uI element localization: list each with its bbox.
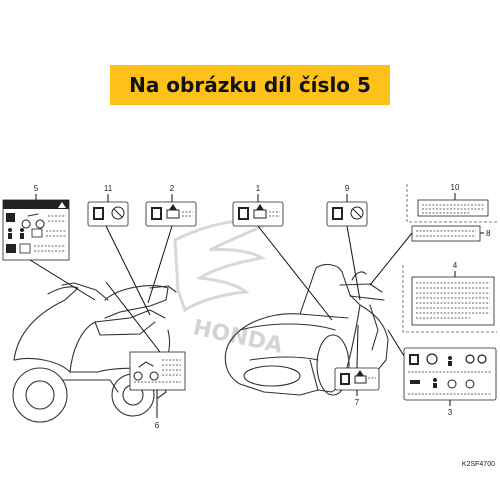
leader-lines: [29, 225, 413, 369]
part-banner: Na obrázku díl číslo 5: [110, 65, 390, 105]
load-icon: [410, 380, 420, 384]
banner-text: Na obrázku díl číslo 5: [129, 73, 371, 97]
scooter-icon: [21, 213, 45, 229]
callout-2: 2: [170, 184, 175, 193]
label-11: 11: [87, 184, 129, 227]
callout-8: 8: [486, 229, 491, 238]
passenger-icon: [433, 378, 437, 382]
scooter-icon: [133, 361, 159, 381]
label-3: 3: [403, 347, 497, 417]
scooter-icon: [465, 354, 475, 364]
helmet-icon: [6, 244, 16, 253]
label-1: 1: [232, 184, 284, 227]
honda-wing-watermark: HONDA: [173, 219, 285, 359]
callout-4: 4: [453, 261, 458, 270]
no-tool-icon: [111, 206, 125, 220]
warning-icon: [58, 202, 66, 208]
label-2: 2: [145, 184, 197, 227]
callout-7: 7: [355, 398, 360, 407]
label-8: 8: [411, 225, 491, 242]
book-icon: [6, 213, 15, 222]
diagram-code: K2SF4700: [462, 461, 495, 468]
label-10: 10: [406, 183, 497, 223]
left-scooter-drawing: [12, 282, 177, 423]
callout-11: 11: [104, 184, 113, 193]
label-5: 5: [2, 184, 70, 261]
label-6: 6: [129, 351, 186, 430]
callout-9: 9: [345, 184, 350, 193]
label-9: 9: [326, 184, 368, 227]
callout-1: 1: [256, 184, 261, 193]
no-tool-icon: [350, 206, 364, 220]
callout-6: 6: [155, 421, 160, 430]
callout-5: 5: [34, 184, 39, 193]
watermark-text: HONDA: [191, 315, 285, 358]
right-scooter-drawing: [224, 263, 389, 396]
rider-icon: [8, 228, 12, 232]
label-4: 4: [402, 261, 497, 333]
callout-10: 10: [451, 183, 460, 192]
tire-icon: [426, 353, 438, 365]
label-7: 7: [334, 367, 380, 407]
rider-icon: [448, 356, 452, 360]
callout-3: 3: [448, 408, 453, 417]
